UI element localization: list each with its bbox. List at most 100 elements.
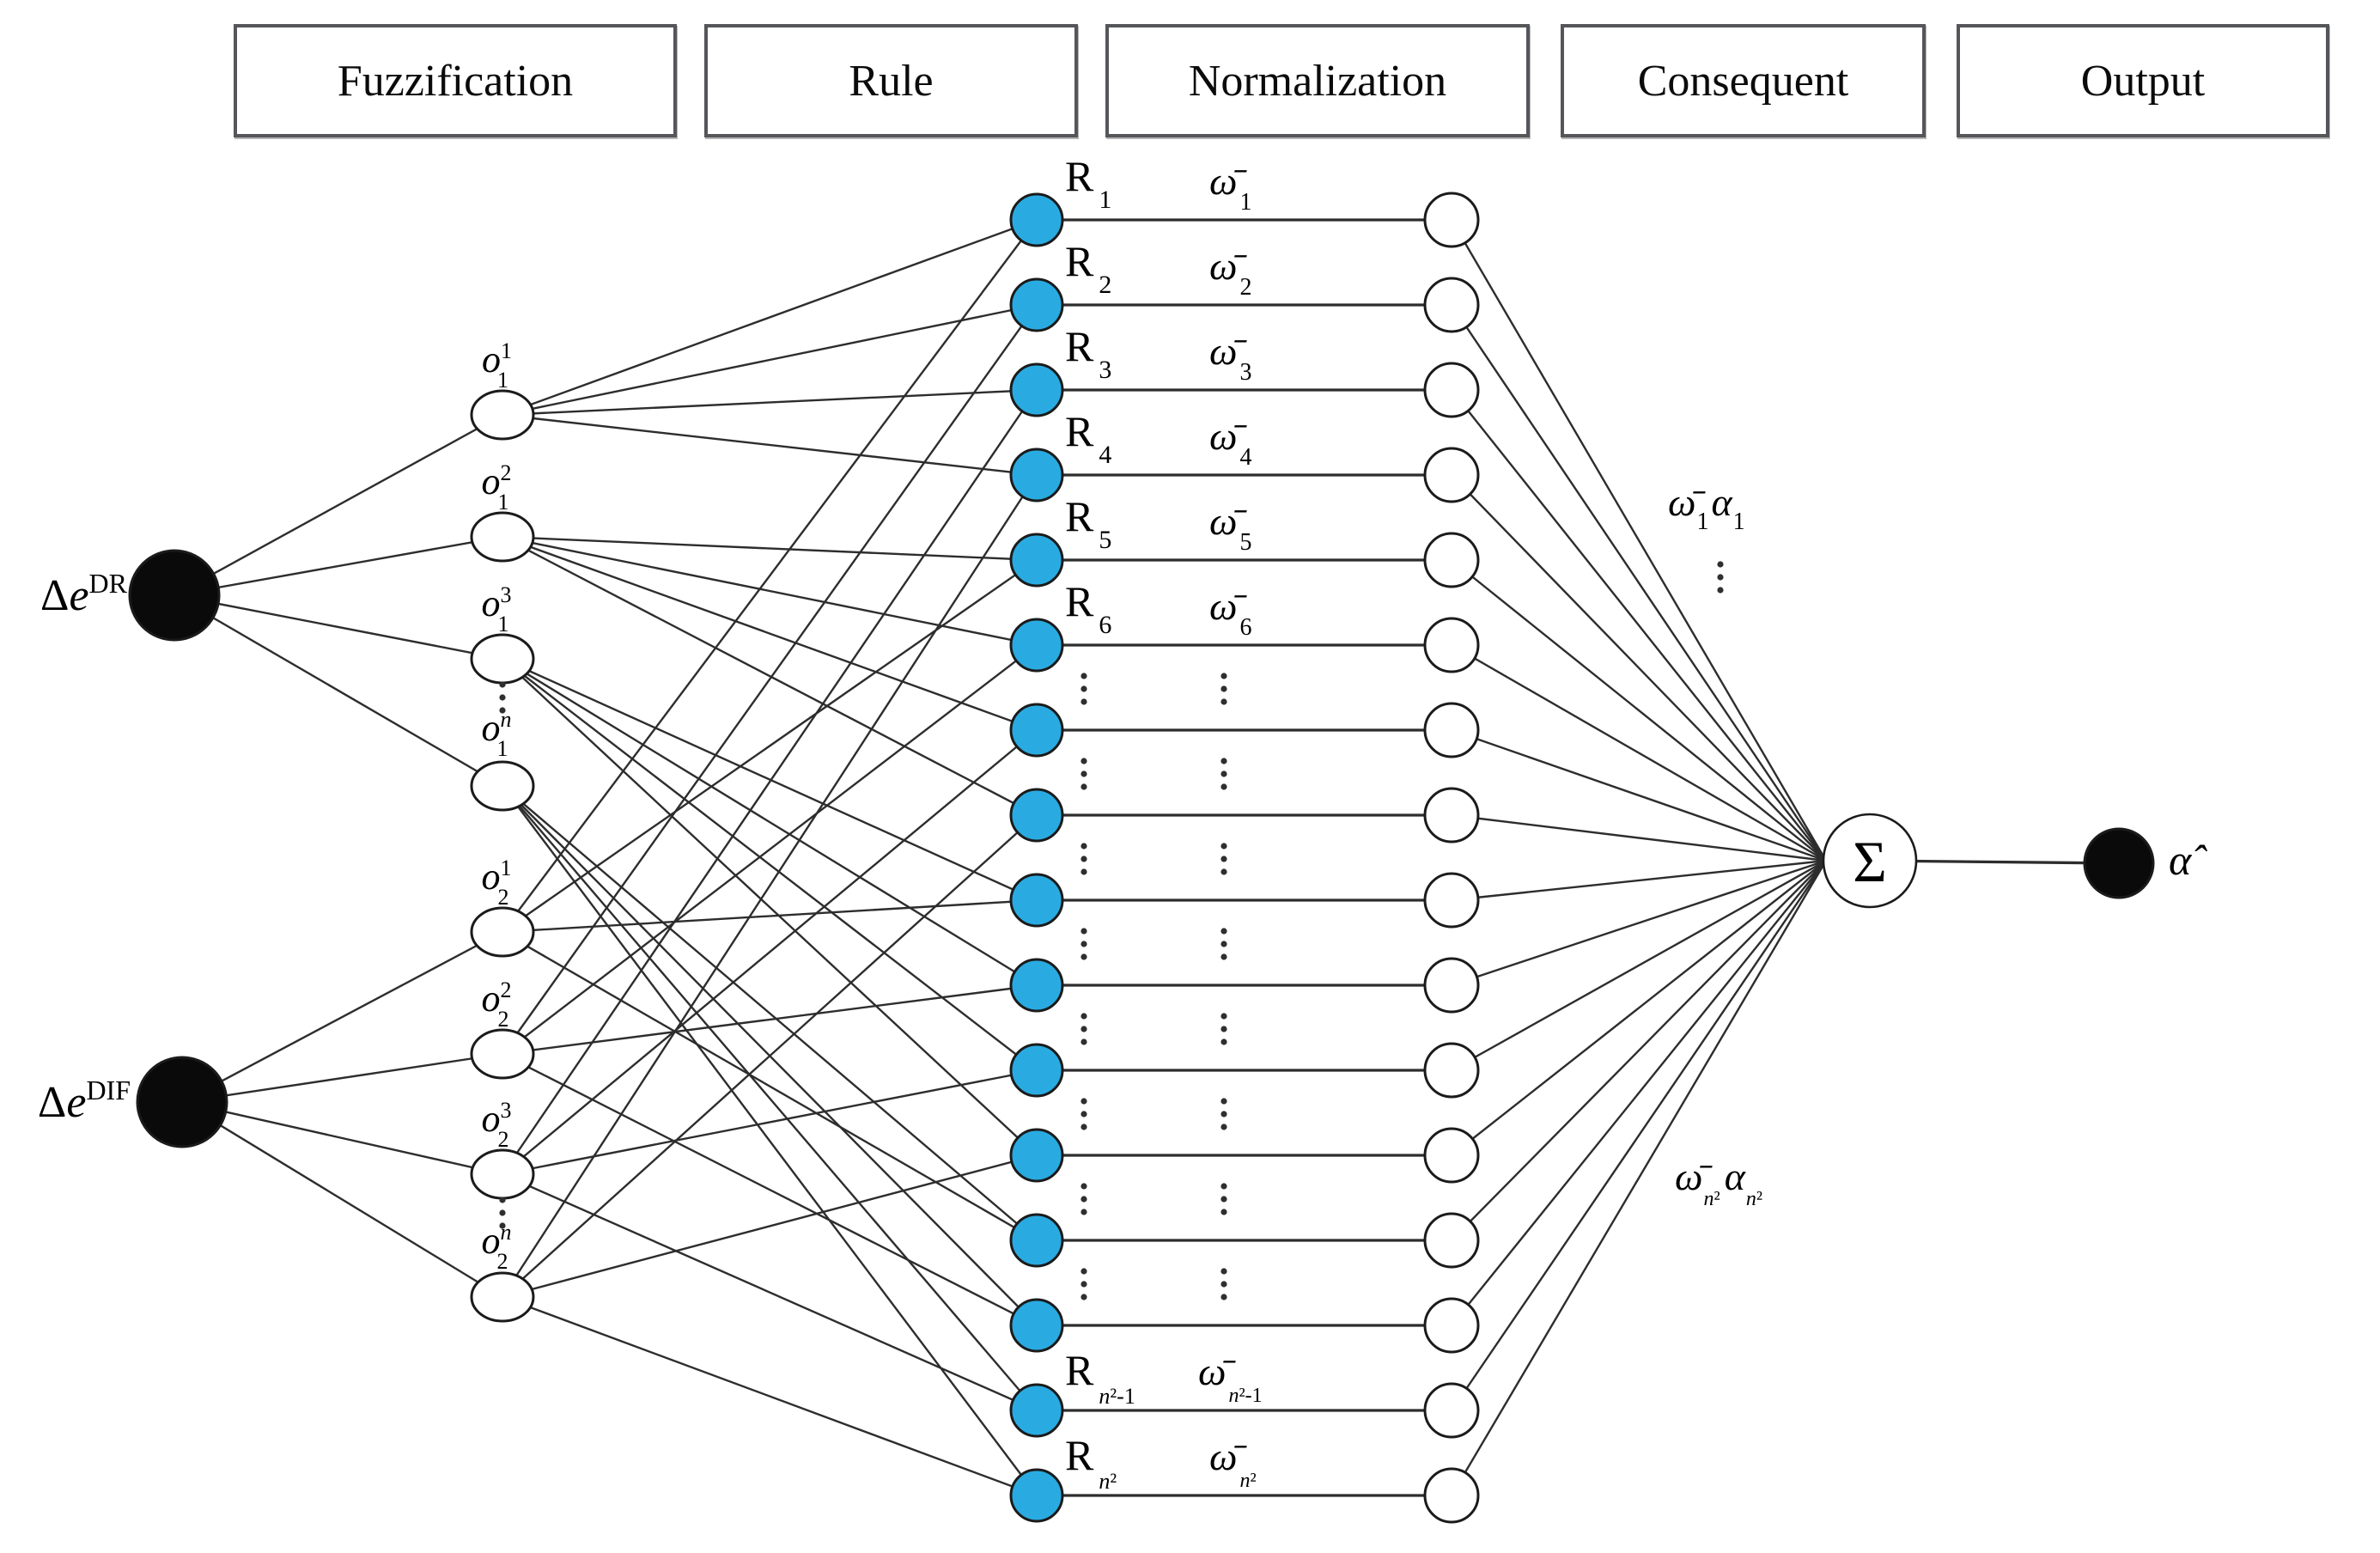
edge-fuzz-rule (502, 535, 1038, 732)
rule-node-12 (1009, 1128, 1064, 1183)
edge-fuzz-rule (502, 303, 1038, 417)
rule-node-13 (1009, 1213, 1064, 1268)
edge-fuzz-rule (502, 785, 1038, 1496)
omega-ellipsis (1220, 1183, 1227, 1215)
omega-label-5: ω̄5 (1209, 499, 1251, 556)
header-box-consequent: Consequent (1561, 24, 1926, 137)
edge-norm-sigma (1451, 859, 1827, 987)
norm-node-11 (1423, 1042, 1480, 1099)
edge-input-fuzz (173, 594, 503, 661)
fuzz-o2-2 (470, 1028, 535, 1080)
edge-input-fuzz (181, 930, 503, 1104)
edge-input-fuzz (181, 1052, 503, 1104)
header-label-consequent: Consequent (1637, 56, 1849, 106)
header-box-normalization: Normalization (1105, 24, 1530, 137)
output-node (2083, 827, 2155, 899)
edge-fuzz-rule (502, 930, 1038, 1242)
fuzz-o1-2 (470, 511, 535, 563)
sigma-symbol: Σ (1853, 829, 1887, 894)
edge-fuzz-rule (502, 657, 1038, 902)
consequent-label-top: ω̄1α1 (1668, 480, 1745, 535)
edge-fuzz-rule (502, 1172, 1038, 1412)
omega-ellipsis (1220, 758, 1227, 790)
edge-norm-sigma (1451, 859, 1827, 1072)
edge-fuzz-rule (502, 658, 1038, 1156)
fuzz-o2-n (470, 1271, 535, 1323)
nodes: Σ (128, 192, 2155, 1524)
edge-norm-sigma (1451, 643, 1827, 862)
header-box-output: Output (1957, 24, 2329, 137)
rule-node-6 (1009, 618, 1064, 673)
omega-ellipsis (1220, 673, 1227, 705)
rule-node-9 (1009, 873, 1064, 928)
edge-fuzz-rule (502, 535, 1038, 562)
edge-norm-sigma (1451, 304, 1827, 862)
rule-node-3 (1009, 362, 1064, 417)
edge-norm-sigma (1450, 219, 1828, 862)
omega-label-3: ω̄3 (1209, 329, 1251, 386)
fuzz-o2-3 (470, 1148, 535, 1200)
norm-node-9 (1423, 872, 1480, 929)
edges (173, 218, 2120, 1497)
edge-norm-sigma (1451, 860, 1827, 1241)
rule-node-8 (1009, 788, 1064, 843)
edge-fuzz-rule (502, 535, 1038, 817)
edge-norm-sigma (1451, 859, 1827, 902)
edge-input-fuzz (173, 594, 503, 788)
edge-fuzz-rule (502, 658, 1038, 1071)
omega-ellipsis (1220, 1013, 1227, 1045)
norm-node-12 (1423, 1127, 1480, 1184)
fuzz-ellipsis-1 (499, 681, 506, 714)
edge-norm-sigma (1451, 860, 1827, 1326)
edge-fuzz-rule (502, 644, 1038, 1055)
edge-fuzz-rule (502, 388, 1038, 417)
edge-fuzz-rule (502, 657, 1038, 987)
rule-ellipsis (1080, 928, 1087, 960)
edge-fuzz-rule (502, 1295, 1038, 1497)
norm-node-7 (1423, 702, 1480, 758)
omega-ellipsis (1220, 843, 1227, 875)
omega-ellipsis (1220, 928, 1227, 960)
norm-node-16 (1423, 1467, 1480, 1524)
omega-ellipsis (1220, 1098, 1227, 1130)
norm-node-2 (1423, 277, 1480, 333)
fuzz-o1-3 (470, 633, 535, 685)
edge-fuzz-rule (502, 218, 1038, 417)
edge-fuzz-rule (502, 219, 1038, 933)
edge-fuzz-rule (502, 785, 1038, 1411)
norm-node-8 (1423, 787, 1480, 843)
edge-input-fuzz (173, 413, 503, 597)
fuzz-o2-1 (470, 906, 535, 958)
consequent-ellipsis (1717, 561, 1724, 594)
norm-node-1 (1423, 192, 1480, 248)
rule-ellipsis (1080, 1098, 1087, 1130)
header-box-rule: Rule (704, 24, 1078, 137)
input-label-delta-e-dif: ΔeDIF (38, 1075, 131, 1127)
fuzz-o1-1 (470, 389, 535, 441)
rule-ellipsis (1080, 843, 1087, 875)
edge-fuzz-rule (502, 729, 1038, 1175)
omega-label-n2-1: ω̄n²-1 (1198, 1349, 1263, 1407)
edge-fuzz-rule (502, 413, 1038, 477)
header-label-normalization: Normalization (1188, 56, 1447, 106)
norm-node-6 (1423, 617, 1480, 673)
edge-norm-sigma (1451, 389, 1827, 862)
sigma-node (1822, 813, 1918, 909)
edge-norm-sigma (1451, 813, 1827, 862)
header-label-output: Output (2080, 56, 2206, 106)
edge-norm-sigma (1451, 474, 1827, 862)
rule-label-rn2-1: Rn²-1 (1065, 1346, 1135, 1409)
header-label-fuzzification: Fuzzification (337, 56, 574, 106)
norm-node-4 (1423, 447, 1480, 503)
